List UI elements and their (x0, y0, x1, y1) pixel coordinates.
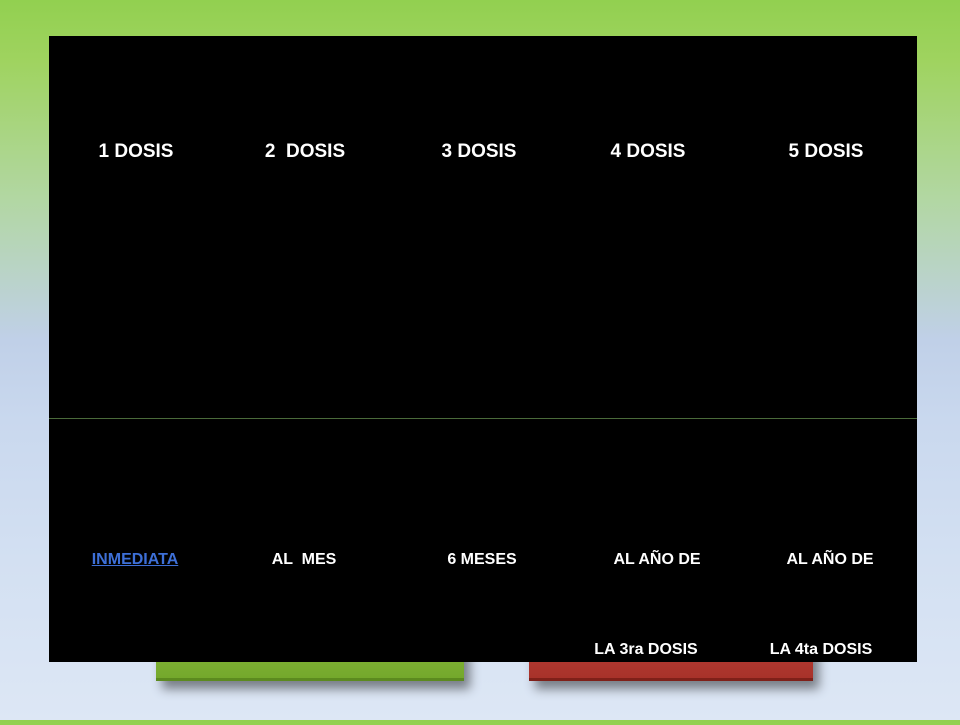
timing-text: AL AÑO DE (786, 551, 874, 568)
dose-schedule-table: 1 DOSIS 2 DOSIS 3 DOSIS 4 DOSIS 5 DOSIS … (49, 36, 917, 662)
header-dose-5: 5 DOSIS (788, 141, 864, 162)
timing-text: AL AÑO DE (613, 551, 701, 568)
timing-link-inmediata[interactable]: INMEDIATA (91, 551, 179, 568)
timing-text: 6 MESES (447, 551, 517, 568)
table-timing-row: INMEDIATA AL MES 6 MESES AL AÑO DE LA 3r… (49, 419, 917, 662)
timing-cell-5: AL AÑO DE LA 4ta DOSIS (751, 485, 891, 725)
header-dose-1: 1 DOSIS (98, 141, 174, 162)
header-dose-3: 3 DOSIS (441, 141, 517, 162)
timing-cell-4: AL AÑO DE LA 3ra DOSIS (575, 485, 717, 725)
timing-text: LA 4ta DOSIS (769, 641, 873, 658)
timing-cell-3: 6 MESES (432, 485, 532, 635)
timing-cell-1: INMEDIATA (75, 485, 195, 635)
timing-cell-2: AL MES (254, 485, 354, 635)
timing-text: AL MES (271, 551, 337, 568)
header-dose-2: 2 DOSIS (264, 141, 346, 162)
table-header-row: 1 DOSIS 2 DOSIS 3 DOSIS 4 DOSIS 5 DOSIS (49, 36, 917, 419)
timing-text: LA 3ra DOSIS (594, 641, 698, 658)
header-dose-4: 4 DOSIS (610, 141, 686, 162)
